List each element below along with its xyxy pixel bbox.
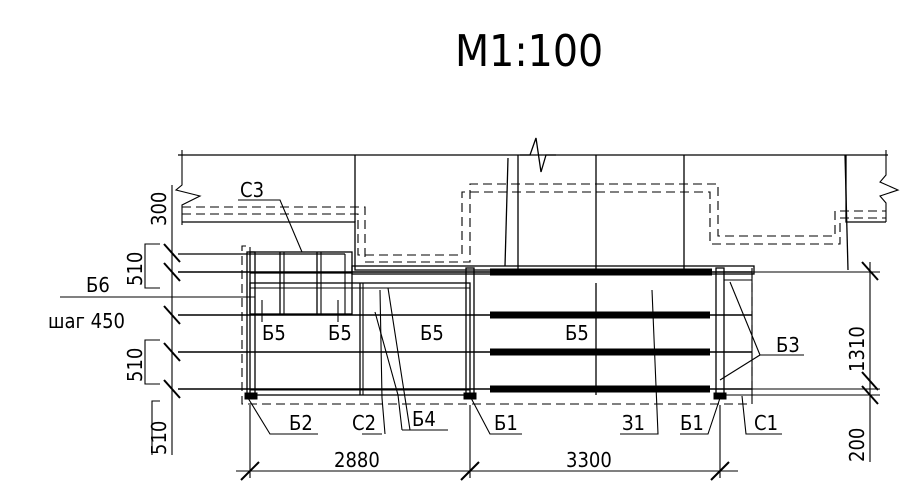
label-b1-left: Б1 [494,411,518,435]
dimension-lines [144,185,880,481]
label-b4: Б4 [412,407,436,431]
label-b5-1: Б5 [262,321,286,345]
label-c2: С2 [352,411,376,435]
label-b3: Б3 [776,333,800,357]
dim-200: 200 [845,428,869,462]
label-step: шаг 450 [48,309,125,333]
label-b1-right: Б1 [680,411,704,435]
dim-2880: 2880 [334,448,380,472]
leader-lines [86,199,804,435]
dim-3300: 3300 [566,448,612,472]
label-b5-2: Б5 [328,321,352,345]
dim-510-bot: 510 [147,421,171,455]
element-labels: С3 Б6 шаг 450 Б5 Б5 Б5 Б5 Б3 Б2 С2 Б4 Б1… [48,178,800,435]
steel-frame [60,251,755,400]
label-b5-4: Б5 [565,321,589,345]
label-c3: С3 [240,178,264,202]
dim-300: 300 [147,192,171,226]
scale-title: М1:100 [455,26,603,77]
label-b2: Б2 [289,411,313,435]
dim-510-mid: 510 [123,348,147,382]
label-b5-3: Б5 [420,321,444,345]
label-b6: Б6 [86,273,110,297]
dim-510-top: 510 [123,252,147,286]
label-c1: С1 [754,411,778,435]
dimension-texts: 300 510 510 510 1310 200 2880 3300 [123,192,869,472]
dim-1310: 1310 [845,326,869,372]
label-z1: З1 [622,411,645,435]
